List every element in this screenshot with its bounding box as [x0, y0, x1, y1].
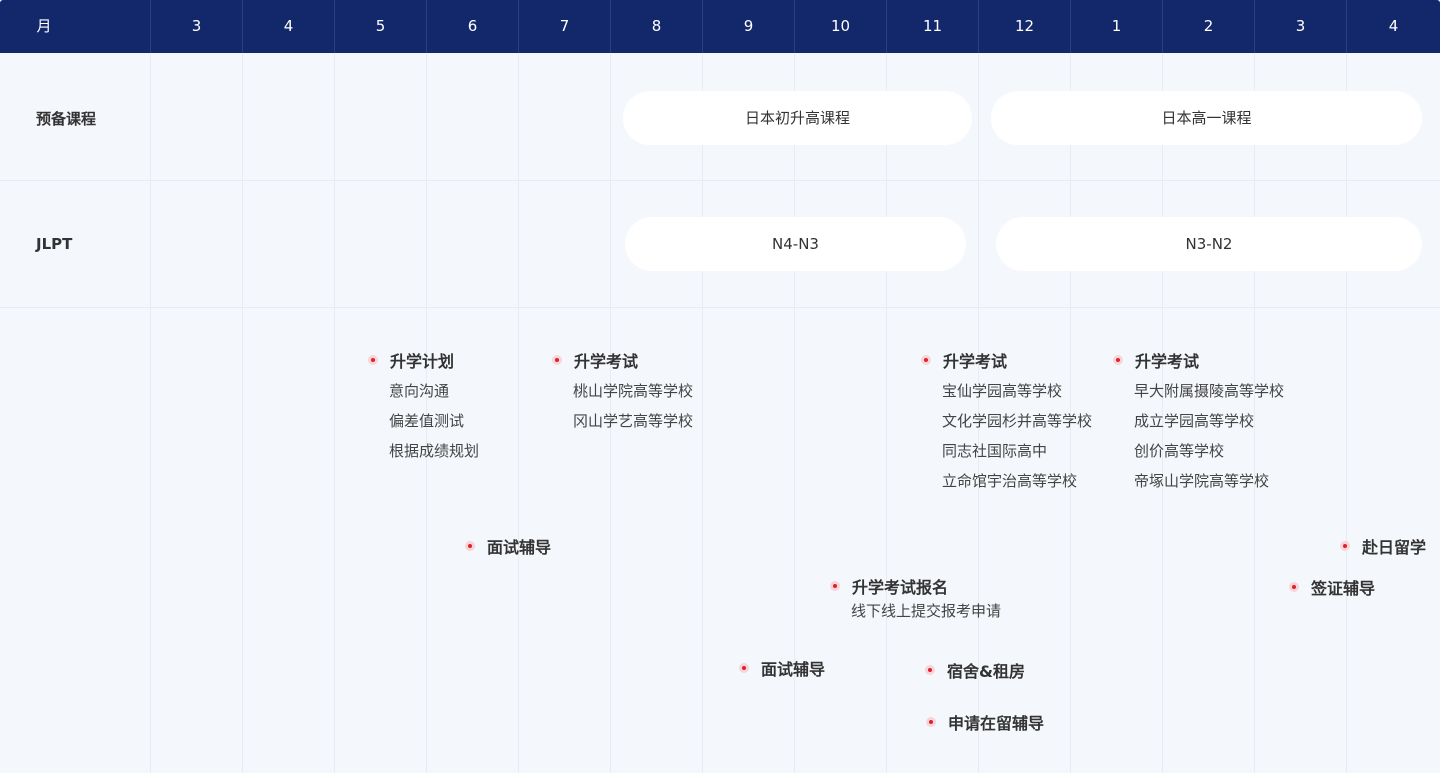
event-detail: 根据成绩规划 [389, 442, 480, 460]
event-title-text: 赴日留学 [1362, 538, 1427, 557]
event-title-text: 签证辅导 [1311, 579, 1376, 598]
column-divider [518, 53, 519, 773]
timeline-event: 升学考试报名线下线上提交报考申请 [830, 574, 1001, 624]
bullet-dot-icon [926, 717, 936, 727]
month-header-cell: 10 [794, 0, 886, 53]
column-divider [1254, 53, 1255, 773]
event-detail: 偏差值测试 [389, 412, 465, 430]
bullet-dot-icon [1113, 355, 1123, 365]
jlpt-bar: N3-N2 [996, 217, 1422, 271]
timeline-event: 面试辅导 [465, 534, 551, 562]
bullet-dot-icon [1289, 582, 1299, 592]
bullet-dot-icon [1340, 541, 1350, 551]
event-title: 升学考试 [552, 348, 693, 372]
column-divider [150, 53, 151, 773]
bullet-dot-icon [465, 541, 475, 551]
timeline-event: 申请在留辅导 [926, 710, 1044, 738]
course-bar: 日本初升高课程 [623, 91, 972, 145]
event-title: 面试辅导 [739, 656, 825, 680]
month-header-cell: 3 [1254, 0, 1346, 53]
bullet-dot-icon [921, 355, 931, 365]
event-detail: 早大附属摄陵高等学校 [1134, 382, 1285, 400]
course-bar: 日本高一课程 [991, 91, 1422, 145]
month-header-cell: 6 [426, 0, 518, 53]
month-header-label: 月 [36, 17, 52, 35]
month-header-cell: 4 [242, 0, 334, 53]
event-title: 签证辅导 [1289, 575, 1375, 599]
event-title-text: 升学考试 [943, 352, 1008, 371]
timeline-event: 升学考试宝仙学园高等学校文化学园杉并高等学校同志社国际高中立命馆宇治高等学校 [921, 348, 1092, 496]
month-header-cell: 7 [518, 0, 610, 53]
event-detail: 意向沟通 [389, 382, 450, 400]
event-title-text: 升学考试 [1135, 352, 1200, 371]
timeline-event: 升学考试桃山学院高等学校冈山学艺高等学校 [552, 348, 693, 436]
bullet-dot-icon [552, 355, 562, 365]
column-divider [1346, 53, 1347, 773]
month-header-cell: 11 [886, 0, 978, 53]
event-detail: 文化学园杉并高等学校 [942, 412, 1093, 430]
column-divider [702, 53, 703, 773]
timeline-event: 升学考试早大附属摄陵高等学校成立学园高等学校创价高等学校帝塚山学院高等学校 [1113, 348, 1284, 496]
column-divider [610, 53, 611, 773]
event-title-text: 申请在留辅导 [948, 714, 1045, 733]
event-detail: 同志社国际高中 [942, 442, 1048, 460]
timeline-event: 面试辅导 [739, 656, 825, 684]
event-title: 申请在留辅导 [926, 710, 1044, 734]
row-label-prep: 预备课程 [36, 110, 97, 128]
column-divider [886, 53, 887, 773]
event-detail: 宝仙学园高等学校 [942, 382, 1063, 400]
event-detail: 桃山学院高等学校 [573, 382, 694, 400]
month-header-cell: 4 [1346, 0, 1440, 53]
month-header-cell: 9 [702, 0, 794, 53]
column-divider [1162, 53, 1163, 773]
event-detail: 线下线上提交报考申请 [851, 602, 1002, 620]
timeline-event: 宿舍&租房 [925, 658, 1025, 686]
timeline-event: 签证辅导 [1289, 575, 1375, 603]
row-divider [0, 180, 1440, 181]
event-title-text: 升学考试 [574, 352, 639, 371]
month-header-cell: 1 [1070, 0, 1162, 53]
column-divider [334, 53, 335, 773]
bullet-dot-icon [368, 355, 378, 365]
jlpt-bar: N4-N3 [625, 217, 966, 271]
event-title: 升学考试 [921, 348, 1092, 372]
event-title: 升学考试 [1113, 348, 1284, 372]
month-header-cell: 3 [150, 0, 242, 53]
column-divider [794, 53, 795, 773]
month-header-cell: 5 [334, 0, 426, 53]
timeline-event: 升学计划意向沟通偏差值测试根据成绩规划 [368, 348, 479, 466]
event-title: 升学考试报名 [830, 574, 1001, 598]
month-header-cell: 12 [978, 0, 1070, 53]
row-divider [0, 307, 1440, 308]
column-divider [1070, 53, 1071, 773]
event-title-text: 升学考试报名 [852, 578, 949, 597]
event-title: 赴日留学 [1340, 534, 1426, 558]
column-divider [978, 53, 979, 773]
event-detail: 立命馆宇治高等学校 [942, 472, 1078, 490]
event-title-text: 面试辅导 [761, 660, 826, 679]
event-detail: 帝塚山学院高等学校 [1134, 472, 1270, 490]
bullet-dot-icon [925, 665, 935, 675]
event-detail: 创价高等学校 [1134, 442, 1225, 460]
event-title-text: 升学计划 [390, 352, 455, 371]
timeline-event: 赴日留学 [1340, 534, 1426, 562]
row-label-jlpt: JLPT [36, 235, 73, 253]
event-detail: 冈山学艺高等学校 [573, 412, 694, 430]
event-title: 升学计划 [368, 348, 479, 372]
column-divider [242, 53, 243, 773]
column-divider [426, 53, 427, 773]
event-detail: 成立学园高等学校 [1134, 412, 1255, 430]
event-title: 面试辅导 [465, 534, 551, 558]
event-title: 宿舍&租房 [925, 658, 1025, 682]
month-header-cell: 8 [610, 0, 702, 53]
event-title-text: 宿舍&租房 [947, 662, 1025, 681]
event-title-text: 面试辅导 [487, 538, 552, 557]
bullet-dot-icon [830, 581, 840, 591]
month-header-cell: 2 [1162, 0, 1254, 53]
bullet-dot-icon [739, 663, 749, 673]
